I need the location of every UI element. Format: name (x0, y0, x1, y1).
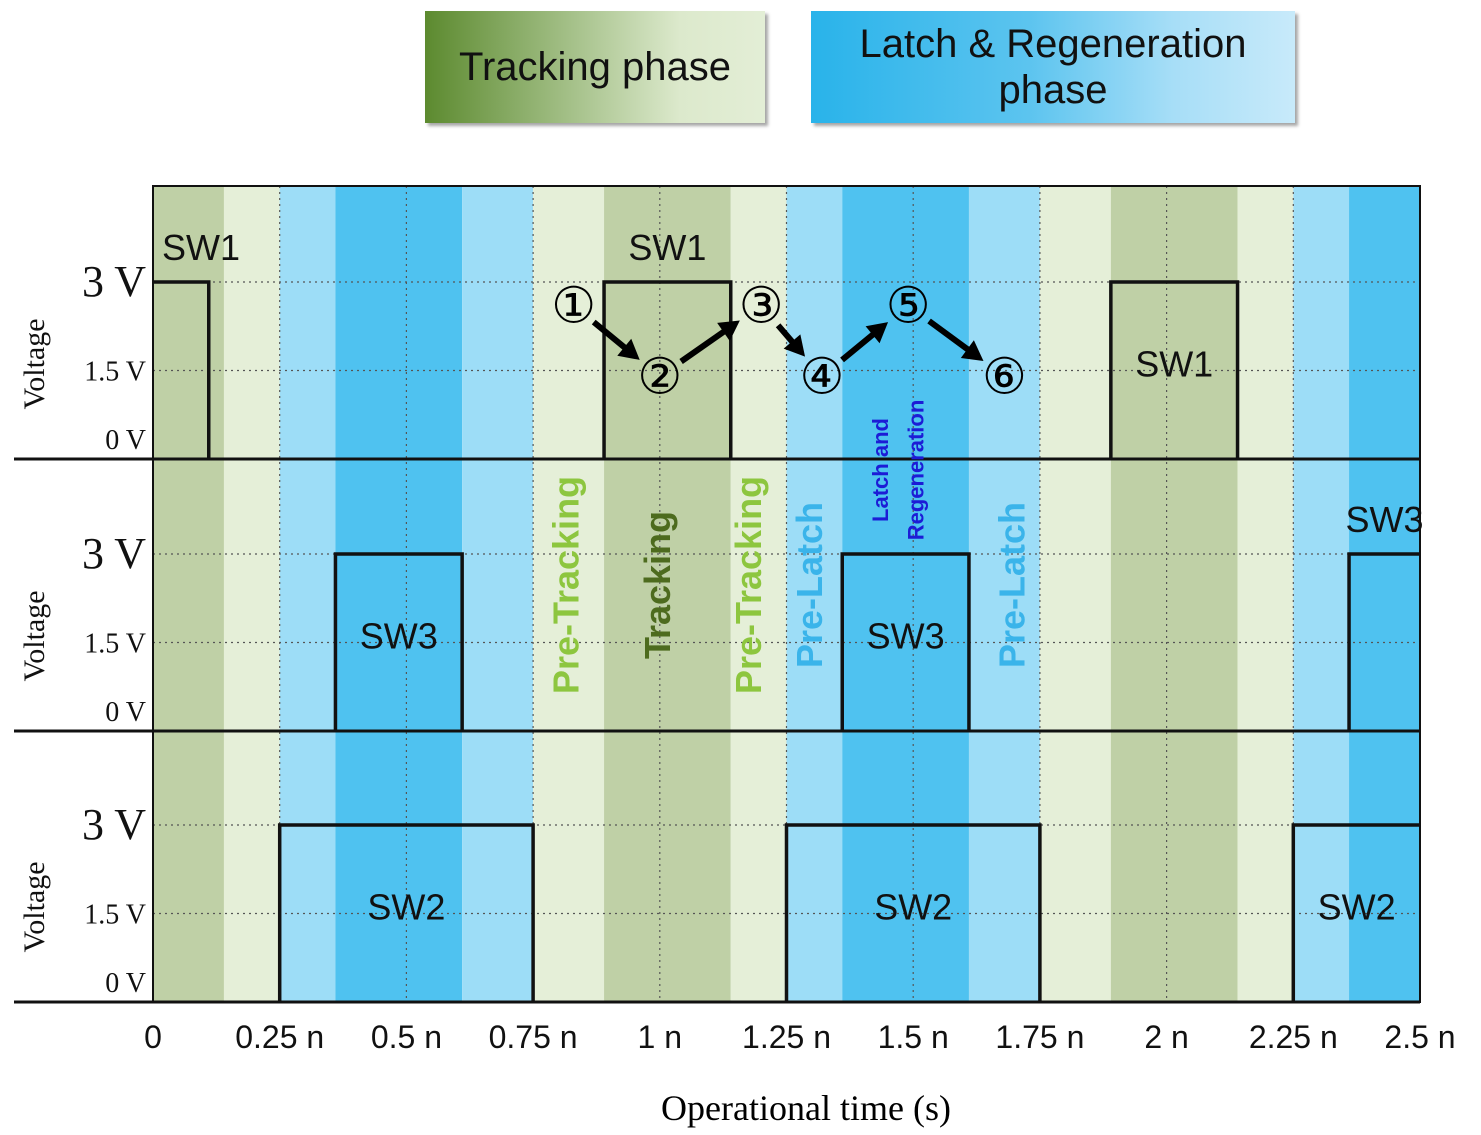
y-axis-label: Voltage (18, 318, 51, 409)
x-axis-label: Operational time (s) (661, 1088, 951, 1128)
x-tick-label: 0 (144, 1019, 162, 1055)
step-marker: ⑤ (886, 278, 931, 334)
x-tick-label: 1 n (638, 1019, 682, 1055)
phase-band-dark-green (604, 186, 731, 1002)
pulse-sw1 (1109, 280, 1240, 459)
x-tick-label: 2 n (1144, 1019, 1188, 1055)
phase-label: Pre-Latch (789, 502, 830, 668)
pulse-label-sw1: SW1 (1135, 344, 1213, 385)
phase-band-light-blue (968, 186, 1040, 1002)
legend-latch-phase: Latch & Regeneration phase (811, 11, 1295, 123)
phase-band-light-green (730, 186, 787, 1002)
pulse-sw2 (277, 823, 535, 1002)
pulse-sw2 (1291, 823, 1420, 1002)
step-marker: ④ (800, 348, 845, 404)
pulse-sw2 (784, 823, 1042, 1002)
pulse-sw3 (1347, 552, 1420, 731)
phase-label: Regeneration (903, 400, 928, 541)
legend-tracking-label: Tracking phase (459, 44, 731, 89)
legend-latch-label-line1: Latch & Regeneration (859, 22, 1247, 66)
step-arrowhead (960, 340, 984, 361)
y-tick-label: 3 V (82, 800, 146, 849)
x-tick-label: 0.5 n (371, 1019, 442, 1055)
pulse-sw1 (602, 280, 733, 459)
phase-band-dark-blue (335, 186, 463, 1002)
phase-label: Pre-Latch (992, 502, 1033, 668)
x-tick-label: 2.5 n (1384, 1019, 1455, 1055)
phase-band-light-blue (1293, 186, 1350, 1002)
y-tick-label: 3 V (82, 529, 146, 578)
x-tick-label: 1.75 n (995, 1019, 1084, 1055)
legend-latch-label-line2: phase (998, 68, 1108, 112)
y-tick-label: 1.5 V (84, 900, 146, 931)
axes: 3 V 1.5 V 0 V Voltage 3 V 1.5 V 0 V Voltage 3 V 1… (14, 185, 1456, 1055)
pulse-label-sw2: SW2 (1318, 887, 1396, 928)
phase-band-dark-blue (842, 186, 969, 1002)
phase-label: Pre-Tracking (546, 476, 587, 694)
pulse-sw3 (840, 552, 971, 731)
phase-band-light-blue (279, 186, 336, 1002)
pulse-label-sw2: SW2 (367, 887, 445, 928)
pulse-label-sw3: SW3 (1346, 499, 1424, 540)
y-tick-label: 3 V (82, 257, 146, 306)
y-tick-label: 1.5 V (84, 629, 146, 660)
step-arrowhead (617, 338, 640, 360)
step-marker: ② (637, 348, 682, 404)
pulse-sw1 (153, 280, 211, 459)
pulse-label-sw3: SW3 (360, 616, 438, 657)
phase-band-dark-blue (1349, 186, 1420, 1002)
x-tick-label: 2.25 n (1249, 1019, 1338, 1055)
phase-labels: Pre-Tracking Tracking Pre-Tracking Pre-Latc… (546, 400, 1033, 694)
phase-band-light-green (223, 186, 280, 1002)
step-arrowhead (717, 320, 740, 341)
step-arrow (679, 323, 734, 364)
step-arrowhead (865, 322, 889, 344)
phase-band-dark-green (153, 186, 224, 1002)
phase-band-light-blue (786, 186, 843, 1002)
x-tick-label: 0.75 n (489, 1019, 578, 1055)
phase-label: Tracking (637, 511, 678, 659)
y-tick-label: 1.5 V (84, 357, 146, 388)
x-tick-label: 1.5 n (878, 1019, 949, 1055)
step-marker: ⑥ (982, 348, 1027, 404)
x-tick-label: 1.25 n (742, 1019, 831, 1055)
y-axis-label: Voltage (18, 590, 51, 681)
phase-band-light-green (1039, 186, 1111, 1002)
phase-label: Latch and (868, 418, 893, 522)
pulse-label-sw2: SW2 (874, 887, 952, 928)
y-tick-label: 0 V (105, 425, 146, 456)
legend-tracking-phase: Tracking phase (425, 11, 765, 123)
y-tick-label: 0 V (105, 968, 146, 999)
pulse-sw3 (333, 552, 464, 731)
phase-band-light-green (1237, 186, 1294, 1002)
phase-bands (153, 186, 1420, 1002)
pulse-label-sw3: SW3 (867, 616, 945, 657)
y-tick-label: 0 V (105, 697, 146, 728)
y-axis-label: Voltage (18, 861, 51, 952)
pulse-label-sw1: SW1 (628, 227, 706, 268)
phase-band-dark-green (1110, 186, 1238, 1002)
x-tick-label: 0.25 n (235, 1019, 324, 1055)
phase-band-light-green (533, 186, 605, 1002)
phase-label: Pre-Tracking (728, 476, 769, 694)
pulse-label-sw1: SW1 (162, 227, 240, 268)
step-marker: ① (551, 278, 596, 334)
phase-band-light-blue (462, 186, 534, 1002)
step-arrowhead (783, 334, 806, 357)
step-marker: ③ (739, 278, 784, 334)
